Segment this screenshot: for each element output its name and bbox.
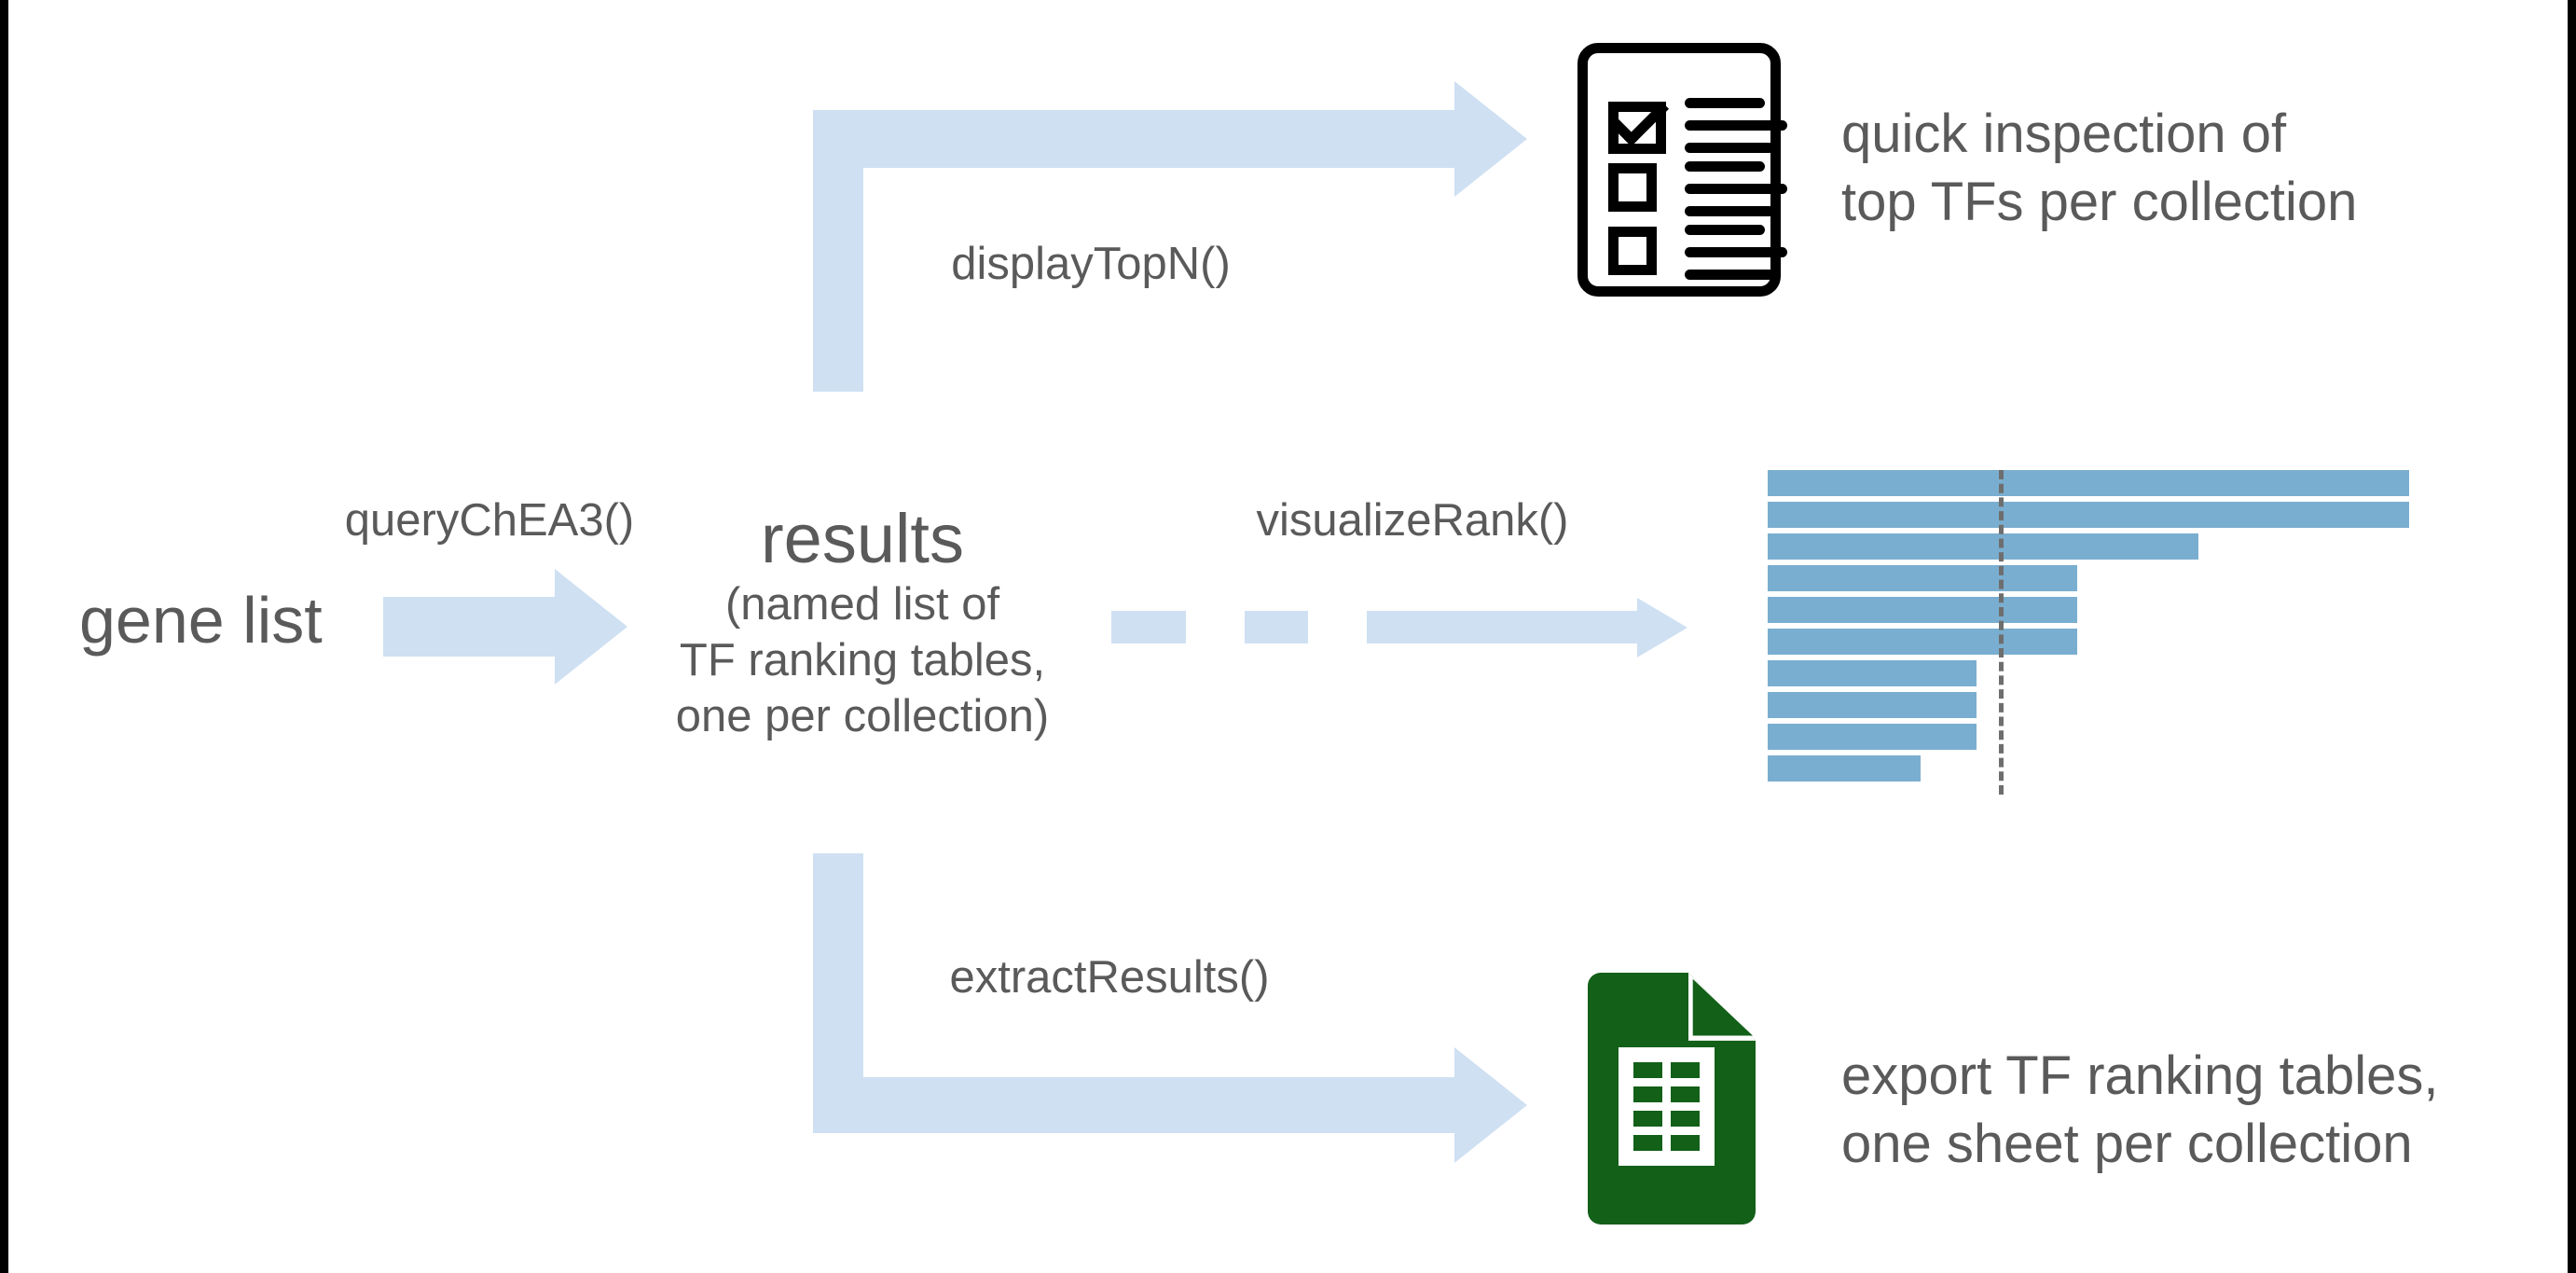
left-edge-rail — [0, 0, 8, 1273]
checklist-line — [1685, 120, 1787, 131]
reference-line — [1999, 470, 2004, 795]
query-chea3-arrow-shaft — [383, 597, 555, 657]
bar-6 — [1768, 629, 2077, 655]
checklist-checkbox — [1608, 163, 1657, 212]
spreadsheet-cell — [1633, 1111, 1662, 1127]
visualize-rank-arrow-dash-2 — [1245, 611, 1308, 643]
spreadsheet-cell — [1633, 1135, 1662, 1151]
bar-9 — [1768, 724, 1977, 750]
spreadsheet-cell — [1671, 1111, 1700, 1127]
extract-results-label: extractResults() — [949, 952, 1270, 1003]
results-subtitle-line2: TF ranking tables, — [679, 635, 1046, 685]
spreadsheet-cell — [1671, 1086, 1700, 1102]
checklist-line — [1685, 247, 1787, 257]
checklist-line — [1685, 270, 1774, 280]
display-top-n-arrow-shaft — [813, 110, 1454, 168]
inspection-caption-line1: quick inspection of — [1841, 104, 2287, 164]
bar-chart-icon — [1768, 470, 2420, 795]
query-chea3-arrow-head — [555, 569, 627, 685]
checklist-checkbox-checked — [1608, 102, 1666, 154]
bar-10 — [1768, 755, 1921, 782]
inspection-caption-line2: top TFs per collection — [1841, 172, 2358, 232]
checklist-line — [1685, 161, 1765, 172]
bar-1 — [1768, 470, 2409, 496]
visualize-rank-arrow-dash-1 — [1111, 611, 1186, 643]
bar-4 — [1768, 565, 2077, 591]
spreadsheet-cell — [1671, 1135, 1700, 1151]
results-subtitle-line3: one per collection) — [675, 691, 1050, 741]
bar-2 — [1768, 502, 2409, 528]
visualize-rank-arrow-shaft — [1367, 611, 1637, 643]
right-edge-rail — [2568, 0, 2576, 1273]
spreadsheet-icon — [1588, 973, 1756, 1225]
export-caption-line2: one sheet per collection — [1841, 1114, 2413, 1174]
bar-3 — [1768, 533, 2198, 560]
gene-list-label: gene list — [79, 584, 323, 657]
display-top-n-label: displayTopN() — [951, 239, 1231, 289]
extract-results-arrow-shaft — [813, 1077, 1454, 1133]
checklist-line — [1685, 184, 1787, 194]
bar-7 — [1768, 660, 1977, 686]
checklist-line — [1685, 206, 1774, 216]
spreadsheet-cell — [1633, 1086, 1662, 1102]
query-chea3-label: queryChEA3() — [344, 495, 635, 546]
results-title: results — [761, 500, 964, 577]
bar-8 — [1768, 692, 1977, 718]
spreadsheet-table — [1619, 1047, 1715, 1166]
visualize-rank-label: visualizeRank() — [1256, 495, 1569, 546]
bar-5 — [1768, 597, 2077, 623]
checklist-icon — [1577, 43, 1787, 297]
spreadsheet-cell — [1671, 1062, 1700, 1078]
checklist-line — [1685, 98, 1765, 108]
results-subtitle-line1: (named list of — [724, 579, 1000, 630]
checklist-line — [1685, 143, 1774, 153]
spreadsheet-cell — [1633, 1062, 1662, 1078]
export-caption-line1: export TF ranking tables, — [1841, 1045, 2439, 1106]
display-top-n-arrow-head — [1454, 81, 1527, 197]
checklist-line — [1685, 225, 1765, 235]
checklist-checkbox — [1608, 227, 1657, 275]
visualize-rank-arrow-head — [1637, 598, 1687, 657]
extract-results-arrow-head — [1454, 1047, 1527, 1163]
spreadsheet-fold-inner — [1692, 978, 1753, 1036]
